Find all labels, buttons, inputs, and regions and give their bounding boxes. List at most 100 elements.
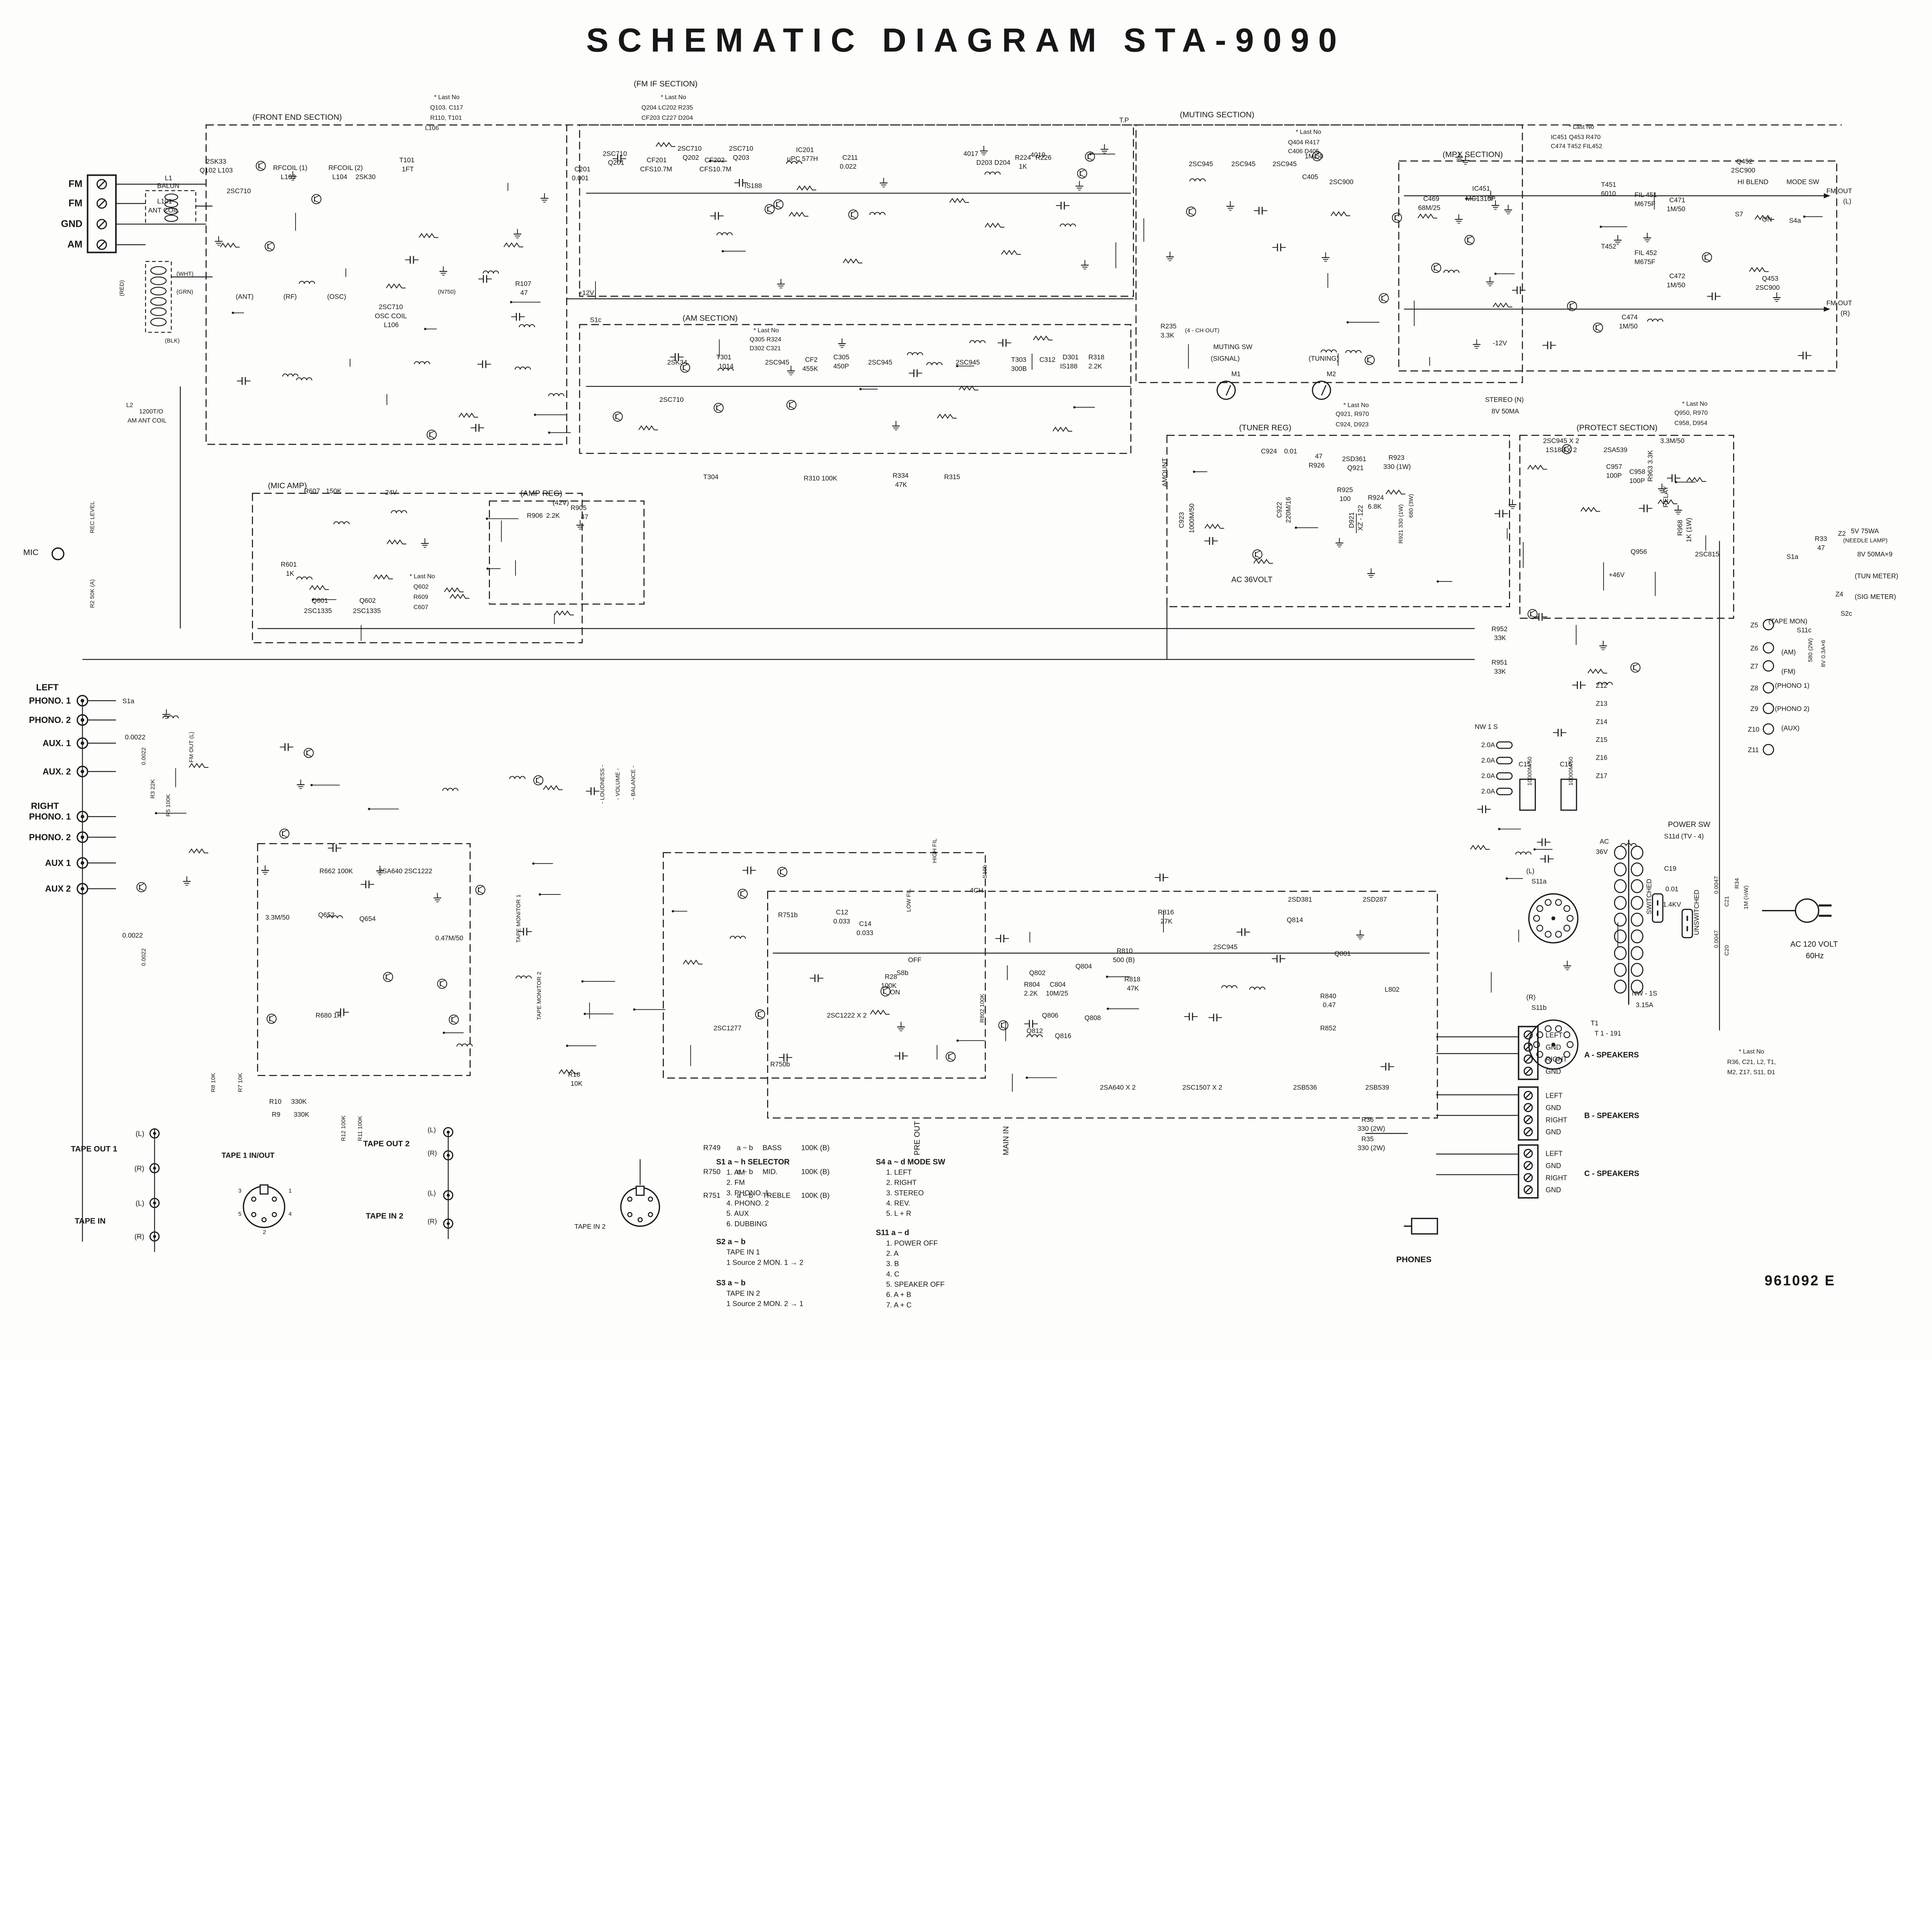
component-callout: C19: [1664, 864, 1677, 872]
component-callout: 2SC1335: [304, 607, 332, 615]
legend-item: 2. FM: [726, 1179, 745, 1187]
component-callout: 0.033: [857, 929, 873, 937]
component-callout: R952: [1492, 625, 1507, 633]
component-callout: 1S188 X 2: [1546, 446, 1577, 454]
label: TREBLE: [762, 1191, 791, 1199]
component-callout: Q806: [1042, 1011, 1058, 1019]
component-callout: ON: [890, 988, 900, 996]
component-callout: R36: [1361, 1116, 1374, 1123]
fuse: [1496, 772, 1513, 780]
component-callout: (R): [1526, 993, 1536, 1001]
component-callout: Z7: [1750, 662, 1758, 670]
component-callout: Z10: [1748, 725, 1759, 733]
component-callout: C924, D923: [1336, 421, 1369, 428]
component-callout: AC 36VOLT: [1231, 576, 1272, 584]
label: MID.: [762, 1167, 777, 1175]
component-callout: 10K: [571, 1080, 583, 1087]
legend-item: 5. L + R: [886, 1209, 911, 1218]
component-callout: 2.0A: [1481, 741, 1495, 748]
component-callout: 330 (2W): [1357, 1125, 1385, 1133]
component-callout: 2SC900: [1755, 284, 1780, 291]
component-callout: PRE OUT: [913, 1121, 922, 1155]
component-callout: L101: [157, 197, 172, 205]
component-callout: * Last No: [1569, 124, 1594, 130]
component-callout: Q404 R417: [1288, 139, 1320, 146]
component-callout: 47K: [1127, 984, 1139, 992]
component-callout: IC451 Q453 R470: [1551, 134, 1600, 141]
antenna-terminal-label: AM: [67, 239, 82, 250]
lamp-symbol: [1763, 702, 1774, 714]
component-callout: R816: [1158, 908, 1174, 916]
component-callout: R5 100K: [165, 794, 172, 816]
component-callout: IS188: [1060, 362, 1077, 370]
component-callout: 455K: [803, 365, 818, 372]
speaker-terminal-label: RIGHT: [1546, 1174, 1567, 1182]
component-callout: R963 3.3K: [1646, 450, 1654, 481]
component-callout: Z4: [1835, 590, 1844, 598]
component-callout: 33K: [1494, 634, 1506, 642]
component-callout: 220M/16: [1284, 497, 1292, 523]
speaker-terminal-label: GND: [1546, 1043, 1561, 1051]
component-callout: 500 (B): [1113, 956, 1135, 964]
component-callout: 2SK33: [206, 157, 226, 165]
page-title: SCHEMATIC DIAGRAM STA-9090: [586, 22, 1346, 59]
component-callout: Q652: [318, 911, 334, 918]
component-callout: 6.8K: [1368, 503, 1382, 510]
component-callout: R601: [281, 561, 297, 568]
legend-heading: S1 a ~ h SELECTOR: [716, 1158, 790, 1166]
section-label: (AM SECTION): [683, 314, 738, 323]
component-callout: 580 (2W): [1807, 638, 1814, 662]
component-callout: R36, C21, L2, T1,: [1727, 1059, 1776, 1065]
component-callout: T 1 - 191: [1595, 1029, 1621, 1037]
component-callout: 8V 50MA: [1492, 407, 1519, 415]
component-callout: 1M/50: [1619, 322, 1638, 330]
component-callout: (R): [428, 1218, 437, 1225]
component-callout: D301: [1063, 353, 1078, 361]
component-callout: R925: [1337, 486, 1353, 493]
tape-label: TAPE IN 2: [366, 1211, 403, 1220]
component-callout: Z9: [1750, 705, 1758, 713]
legend-item: 1. AM: [726, 1168, 745, 1176]
component-callout: 8V 0.3A×6: [1820, 640, 1827, 667]
component-callout: 2SC945: [1231, 160, 1256, 168]
component-callout: 0.01: [1284, 447, 1297, 455]
antenna-terminal-label: FM: [68, 179, 82, 189]
component-callout: 33K: [1494, 667, 1506, 675]
component-callout: Q204 LC202 R235: [641, 104, 693, 111]
component-callout: C211: [842, 153, 858, 161]
input-jack-label: PHONO. 1: [29, 696, 71, 706]
component-callout: 4019: [1031, 151, 1046, 159]
component-callout: * Last No: [753, 327, 779, 334]
speaker-terminal-label: LEFT: [1546, 1150, 1563, 1158]
speaker-terminal-label: GND: [1546, 1162, 1561, 1170]
component-callout: 2.2K: [1024, 990, 1038, 997]
component-callout: 330K: [291, 1098, 307, 1105]
component-callout: R235: [1160, 322, 1176, 330]
component-callout: 2SC1335: [353, 607, 381, 615]
component-callout: 100: [1340, 495, 1351, 503]
component-callout: * Last No: [1296, 129, 1321, 136]
component-callout: 3: [238, 1188, 242, 1194]
component-callout: 1K (1W): [1685, 518, 1693, 543]
component-callout: XZ - 122: [1357, 505, 1364, 531]
component-callout: IS188: [745, 182, 762, 190]
component-callout: (PHONO 2): [1775, 705, 1810, 713]
component-callout: R923: [1388, 454, 1404, 461]
component-callout: +12V: [578, 289, 594, 296]
component-callout: 2SK30: [355, 173, 376, 180]
component-callout: Q808: [1085, 1014, 1101, 1022]
component-callout: NW 1 S: [1475, 723, 1498, 731]
component-callout: 0.022: [840, 163, 856, 170]
section-label: (AMP REG): [520, 489, 563, 498]
component-callout: 2SC945: [1272, 160, 1297, 168]
component-callout: Q601: [312, 597, 328, 604]
component-callout: R906: [527, 512, 543, 519]
label: (BLK): [165, 338, 180, 344]
component-callout: R34: [1734, 878, 1740, 889]
component-callout: S11d (TV - 4): [1664, 832, 1704, 840]
component-callout: Q201: [608, 159, 624, 167]
misc-symbols: [51, 381, 1832, 1235]
component-callout: 2SC945: [1213, 943, 1238, 951]
